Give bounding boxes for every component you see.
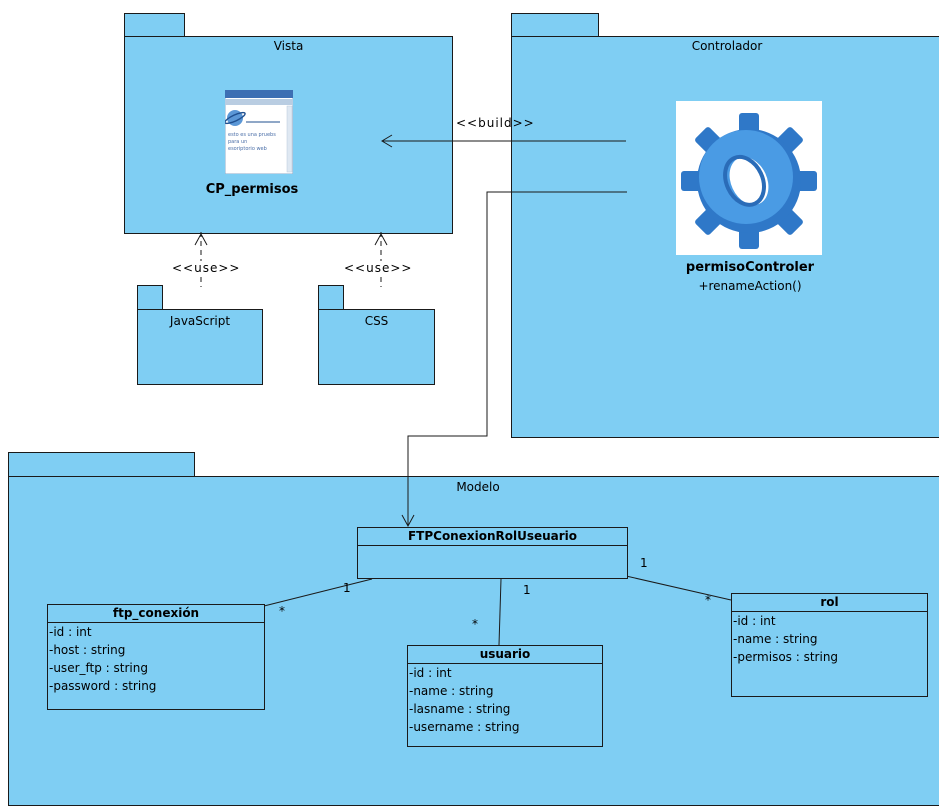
controller-name: permisoControler xyxy=(685,260,815,275)
javascript-package xyxy=(137,309,263,385)
use-arrowhead-css xyxy=(374,232,388,246)
class-rol: rol -id : int -name : string -permisos :… xyxy=(731,593,928,697)
css-package-tab xyxy=(318,285,344,310)
multiplicity-rol-assoc: 1 xyxy=(640,556,648,570)
attribute: -id : int xyxy=(409,666,452,680)
attribute: -username : string xyxy=(409,720,520,734)
vista-package-title: Vista xyxy=(273,39,304,53)
web-page-text-3: esoriptorio web xyxy=(228,146,267,152)
vista-page-name: CP_permisos xyxy=(205,182,299,197)
class-usuario: usuario -id : int -name : string -lasnam… xyxy=(407,645,603,747)
attribute: -id : int xyxy=(49,625,92,639)
controlador-package-title: Controlador xyxy=(691,39,763,53)
attribute: -name : string xyxy=(409,684,494,698)
class-ftpconexionrolusuario: FTPConexionRolUseuario xyxy=(357,527,628,579)
assoc-usuario-line xyxy=(498,578,502,646)
multiplicity-rol-class: * xyxy=(705,593,711,607)
multiplicity-ftp-class: * xyxy=(279,604,285,618)
multiplicity-usuario-class: * xyxy=(472,617,478,631)
class-name: usuario xyxy=(408,646,602,664)
use-arrowhead-javascript xyxy=(194,232,208,246)
class-name: rol xyxy=(732,594,927,612)
controlador-package-tab xyxy=(511,13,599,37)
attribute: -name : string xyxy=(733,632,818,646)
web-page-text-2: para un xyxy=(228,139,248,145)
css-package-title: CSS xyxy=(364,314,389,328)
attribute: -lasname : string xyxy=(409,702,511,716)
class-ftp-conexion: ftp_conexión -id : int -host : string -u… xyxy=(47,604,265,710)
attribute: -id : int xyxy=(733,614,776,628)
attribute: -permisos : string xyxy=(733,650,839,664)
controller-method: +renameAction() xyxy=(698,279,802,293)
use-stereotype-javascript: <<use>> xyxy=(172,261,241,275)
class-name: FTPConexionRolUseuario xyxy=(358,528,627,546)
web-page-text-1: esto es una pruebs xyxy=(228,132,276,138)
build-arrowhead xyxy=(381,134,393,148)
build-stereotype: <<build>> xyxy=(456,116,535,130)
class-name: ftp_conexión xyxy=(48,605,264,623)
gear-icon xyxy=(676,101,822,255)
attribute: -user_ftp : string xyxy=(49,661,148,675)
javascript-package-title: JavaScript xyxy=(169,314,231,328)
multiplicity-usuario-assoc: 1 xyxy=(523,583,531,597)
javascript-package-tab xyxy=(137,285,163,310)
attribute: -host : string xyxy=(49,643,126,657)
modelo-package-title: Modelo xyxy=(456,480,500,494)
assoc-rol-line xyxy=(625,575,732,601)
css-package xyxy=(318,309,435,385)
multiplicity-ftp-assoc: 1 xyxy=(343,581,351,595)
assoc-ftp-line xyxy=(263,578,373,607)
attribute: -password : string xyxy=(49,679,157,693)
controller-model-connector xyxy=(407,191,627,526)
model-arrowhead xyxy=(401,514,415,528)
use-stereotype-css: <<use>> xyxy=(344,261,413,275)
